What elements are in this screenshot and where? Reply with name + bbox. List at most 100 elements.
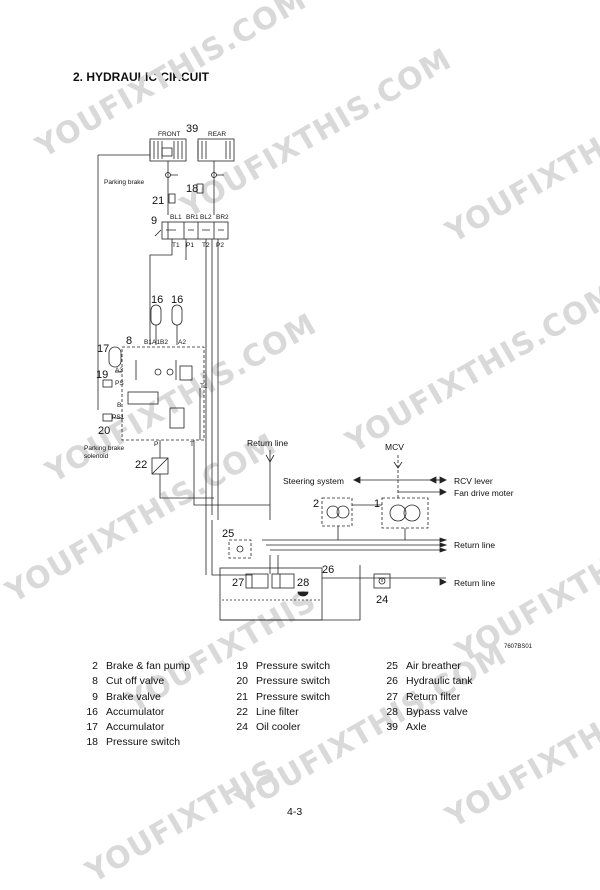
port-b: B <box>117 402 121 409</box>
legend-number: 17 <box>86 721 98 734</box>
callout-26: 26 <box>322 564 334 576</box>
legend-text: Pressure switch <box>256 675 331 688</box>
legend-text: Accumulator <box>106 705 165 718</box>
legend-number: 28 <box>386 705 398 718</box>
callout-2: 2 <box>313 498 319 510</box>
legend-text: Air breather <box>406 660 461 672</box>
legend-text: Cut off valve <box>106 675 165 688</box>
accumulator-16a <box>150 304 162 326</box>
pressure-switch-20 <box>102 413 113 422</box>
front-axle <box>149 138 187 162</box>
legend-text: Line filter <box>256 705 299 718</box>
legend-number: 39 <box>386 721 398 734</box>
accumulator-16b <box>171 304 183 326</box>
legend-number: 16 <box>86 705 98 718</box>
legend-item: 17 Accumulator <box>70 721 190 736</box>
hydraulic-circuit-diagram: FRONT REAR Parking brake BL1 BR1 BL2 BR2… <box>84 123 514 621</box>
legend-number: 8 <box>92 675 98 688</box>
legend-item: 18 Pressure switch <box>70 736 190 751</box>
legend-text: Axle <box>406 721 427 734</box>
port-b2: B2 <box>160 339 168 346</box>
page-title: 2. HYDRAULIC CIRCUIT <box>73 70 210 84</box>
legend-text: Pressure switch <box>256 660 331 672</box>
port-ps: PS <box>115 380 124 387</box>
parking-brake-actuator <box>161 147 173 157</box>
callout-9: 9 <box>151 215 157 227</box>
callout-27: 27 <box>232 577 244 589</box>
legend-number: 18 <box>86 736 98 749</box>
port-br2: BR2 <box>216 214 229 221</box>
bypass-valve <box>271 573 295 589</box>
callout-25: 25 <box>222 528 234 540</box>
legend-item: 8 Cut off valve <box>70 675 190 690</box>
port-b1: B1 <box>144 339 152 346</box>
mcv-label: MCV <box>385 442 404 452</box>
rcv-lever-label: RCV lever <box>454 476 493 486</box>
port-p2: P2 <box>216 242 224 249</box>
port-t2: T2 <box>202 242 210 249</box>
legend-item: 16 Accumulator <box>70 706 190 721</box>
legend-item: 27 Return filter <box>370 691 473 706</box>
legend-number: 2 <box>92 660 98 672</box>
legend-number: 26 <box>386 675 398 688</box>
pressure-switch-18 <box>196 183 204 194</box>
legend-number: 27 <box>386 690 398 703</box>
port-bl2: BL2 <box>200 214 212 221</box>
callout-8: 8 <box>126 335 132 347</box>
rear-axle <box>197 138 235 162</box>
return-line-label-low: Return line <box>454 578 495 588</box>
callout-1: 1 <box>374 498 380 510</box>
pressure-switch-19 <box>102 379 113 388</box>
front-label: FRONT <box>158 131 180 138</box>
callout-39: 39 <box>186 123 198 135</box>
main-pump-box <box>381 497 429 529</box>
callout-20: 20 <box>98 425 110 437</box>
brake-fan-pump-box <box>321 497 353 527</box>
legend-text: Bypass valve <box>406 705 468 718</box>
callout-16b: 16 <box>171 294 183 306</box>
legend-text: Pressure switch <box>106 736 181 749</box>
legend-text: Accumulator <box>106 721 165 734</box>
pb-solenoid-label-2: solenoid <box>84 453 109 460</box>
pump-2b <box>336 505 350 519</box>
pump-1b <box>403 504 421 522</box>
legend-text: Brake & fan pump <box>106 660 191 672</box>
page-number: 4-3 <box>287 806 303 818</box>
solenoid-valve <box>127 391 159 405</box>
fan-drive-label: Fan drive moter <box>454 488 514 498</box>
callout-28: 28 <box>297 577 309 589</box>
legend-text: Return filter <box>406 690 461 703</box>
legend-item: 25 Air breather <box>370 660 473 675</box>
port-t1: T1 <box>172 242 180 249</box>
legend-item: 2 Brake & fan pump <box>70 660 190 675</box>
port-bl1: BL1 <box>170 214 182 221</box>
brake-valve <box>161 221 229 240</box>
port-p1: P1 <box>186 242 194 249</box>
legend-item: 39 Axle <box>370 721 473 736</box>
return-filter <box>245 573 269 589</box>
callout-16a: 16 <box>151 294 163 306</box>
legend-text: Oil cooler <box>256 721 301 734</box>
port-a1: A1 <box>152 339 160 346</box>
legend-item: 21 Pressure switch <box>220 691 330 706</box>
port-ps1: PS1 <box>112 414 125 421</box>
legend-number: 21 <box>236 690 248 703</box>
pump-2a <box>326 505 340 519</box>
steering-label: Steering system <box>283 476 344 486</box>
legend-number: 25 <box>386 660 398 672</box>
cut-off-spool <box>179 365 193 381</box>
port-a2: A2 <box>178 339 186 346</box>
pressure-switch-21 <box>168 193 176 204</box>
legend-text: Pressure switch <box>256 690 331 703</box>
oil-cooler <box>373 573 391 589</box>
legend-item: 28 Bypass valve <box>370 706 473 721</box>
drawing-code: 7607BS01 <box>504 644 533 650</box>
air-breather <box>228 539 252 559</box>
parking-brake-label: Parking brake <box>104 179 144 186</box>
